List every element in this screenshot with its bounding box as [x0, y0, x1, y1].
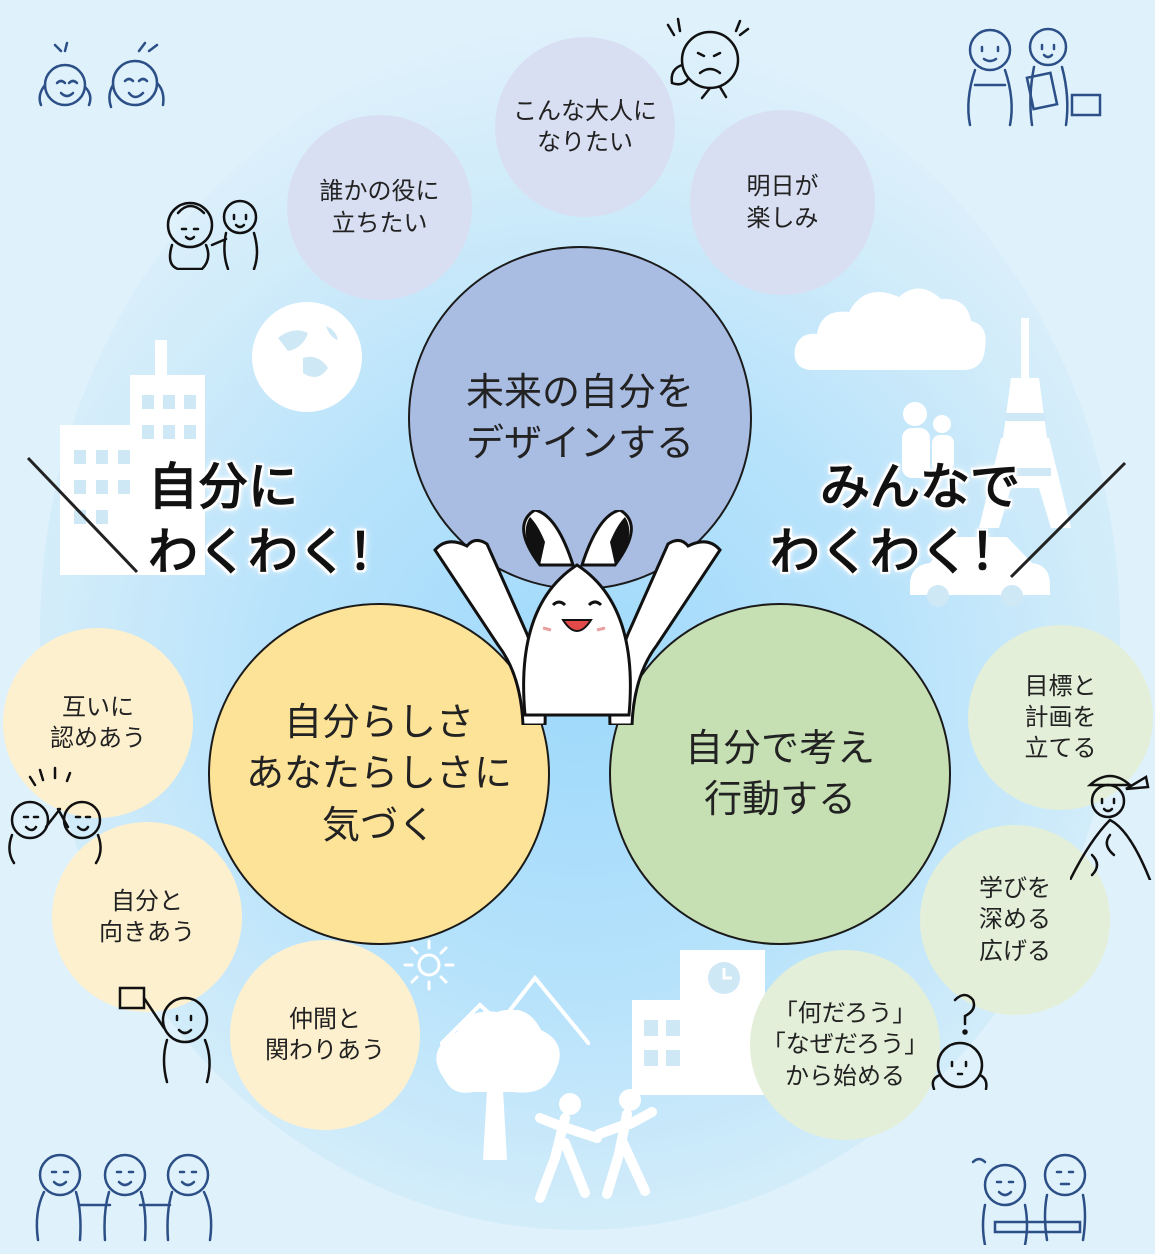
people-doodles — [38, 41, 165, 109]
people-doodles — [967, 27, 1102, 127]
people-doodles — [1070, 774, 1152, 880]
slogan-right: みんなで わくわく！ — [770, 458, 1020, 581]
people-doodles — [931, 993, 988, 1090]
building-icon — [60, 340, 205, 575]
rabbit-mascot — [433, 510, 722, 725]
people-doodles — [666, 17, 750, 100]
car-icon — [910, 537, 1050, 607]
left-diagonal-line — [26, 456, 139, 574]
tower-icon — [979, 318, 1071, 528]
circle-left-2: 自分と 向きあう — [52, 822, 242, 1012]
big-circle-self-awareness: 自分らしさ あなたらしさに 気づく — [208, 603, 550, 945]
circle-top-right: 明日が 楽しみ — [690, 110, 875, 295]
circle-right-3: 「何だろう」 「なぜだろう」 から始める — [750, 950, 940, 1140]
tree-icon — [436, 1010, 560, 1160]
sun-icon — [403, 939, 455, 991]
big-circle-think-act: 自分で考え 行動する — [609, 603, 951, 945]
globe-icon — [252, 302, 362, 412]
people-doodles — [166, 199, 259, 270]
circle-top-center: こんな大人に なりたい — [495, 37, 675, 217]
circle-left-3: 仲間と 関わりあう — [230, 940, 420, 1130]
people-doodles — [8, 766, 102, 865]
people-doodles — [902, 402, 954, 478]
people-doodles — [971, 1153, 1087, 1245]
people-doodles — [535, 1089, 657, 1203]
right-diagonal-line — [1009, 461, 1127, 579]
circle-right-2: 学びを 深める 広げる — [920, 825, 1110, 1015]
circle-top-left: 誰かの役に 立ちたい — [287, 115, 472, 300]
people-doodles — [35, 1153, 213, 1242]
people-doodles — [118, 986, 211, 1084]
circle-left-1: 互いに 認めあう — [3, 628, 193, 818]
slogan-left: 自分に わくわく！ — [148, 458, 398, 581]
cloud-icon — [794, 288, 986, 370]
school-icon — [632, 950, 765, 1095]
